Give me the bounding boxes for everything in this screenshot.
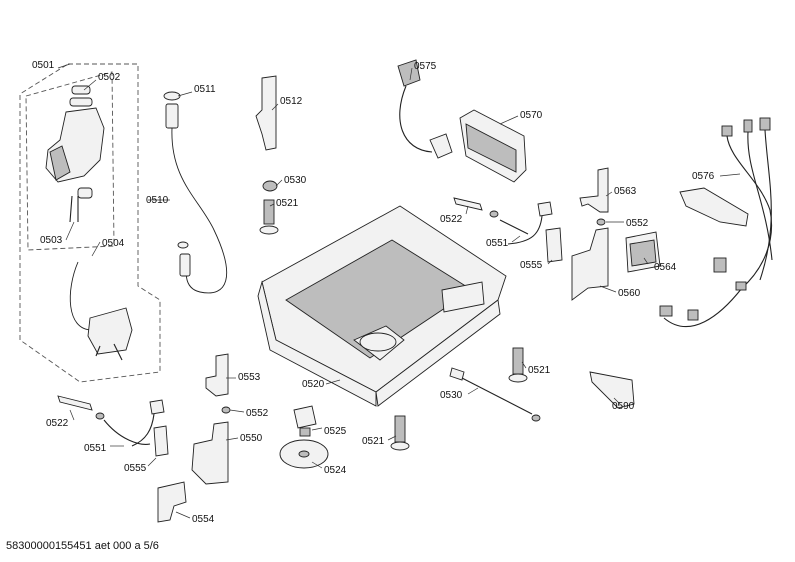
label-0525: 0525 [324,426,347,437]
label-0552-right: 0552 [626,218,649,229]
label-0520: 0520 [302,379,325,390]
label-0522-right: 0522 [440,214,463,225]
base-tub [257,205,507,407]
label-0570: 0570 [520,110,543,121]
right-brackets [571,167,661,301]
label-0554: 0554 [192,514,215,525]
label-0510: 0510 [146,195,169,206]
label-0563: 0563 [614,186,637,197]
filter-0590 [589,371,635,409]
screws-top [259,180,279,235]
upper-right-sensor-parts [453,197,563,263]
inlet-valve-group [19,63,161,383]
control-module-face [465,123,517,173]
label-0502: 0502 [98,72,121,83]
label-0524: 0524 [324,465,347,476]
label-0521-right: 0521 [528,365,551,376]
rod-0530 [449,367,541,422]
label-0551-right: 0551 [486,238,509,249]
label-0522-left: 0522 [46,418,69,429]
label-0501: 0501 [32,60,55,71]
label-0552-left: 0552 [246,408,269,419]
label-0503: 0503 [40,235,63,246]
label-0511: 0511 [194,84,216,95]
label-0550: 0550 [240,433,263,444]
drain-hose [163,91,228,294]
label-0555-left: 0555 [124,463,147,474]
label-0530-top: 0530 [284,175,307,186]
label-0504: 0504 [102,238,125,249]
label-0555-right: 0555 [520,260,543,271]
lower-brackets [157,353,231,523]
document-id-footer: 58300000155451 aet 000 a 5/6 [6,540,159,552]
bracket-0512 [255,75,277,151]
label-0521-top: 0521 [276,198,299,209]
label-0575: 0575 [414,61,437,72]
screws-lower [390,347,528,451]
label-0560: 0560 [618,288,641,299]
small-parts-0525-0524 [279,405,329,469]
label-0553: 0553 [238,372,261,383]
lower-left-sensor-parts [57,395,169,457]
label-0530-bottom: 0530 [440,390,463,401]
label-0512: 0512 [280,96,303,107]
label-0576: 0576 [692,171,715,182]
label-0551-left: 0551 [84,443,107,454]
part-labels: 0501 0502 0503 0504 0510 0511 0512 0520 … [32,60,715,525]
leader-lines [57,63,741,519]
label-0564: 0564 [654,262,677,273]
label-0521-bottom: 0521 [362,436,385,447]
wiring-harness [659,117,773,328]
label-0590: 0590 [612,401,635,412]
power-cable [397,59,453,159]
